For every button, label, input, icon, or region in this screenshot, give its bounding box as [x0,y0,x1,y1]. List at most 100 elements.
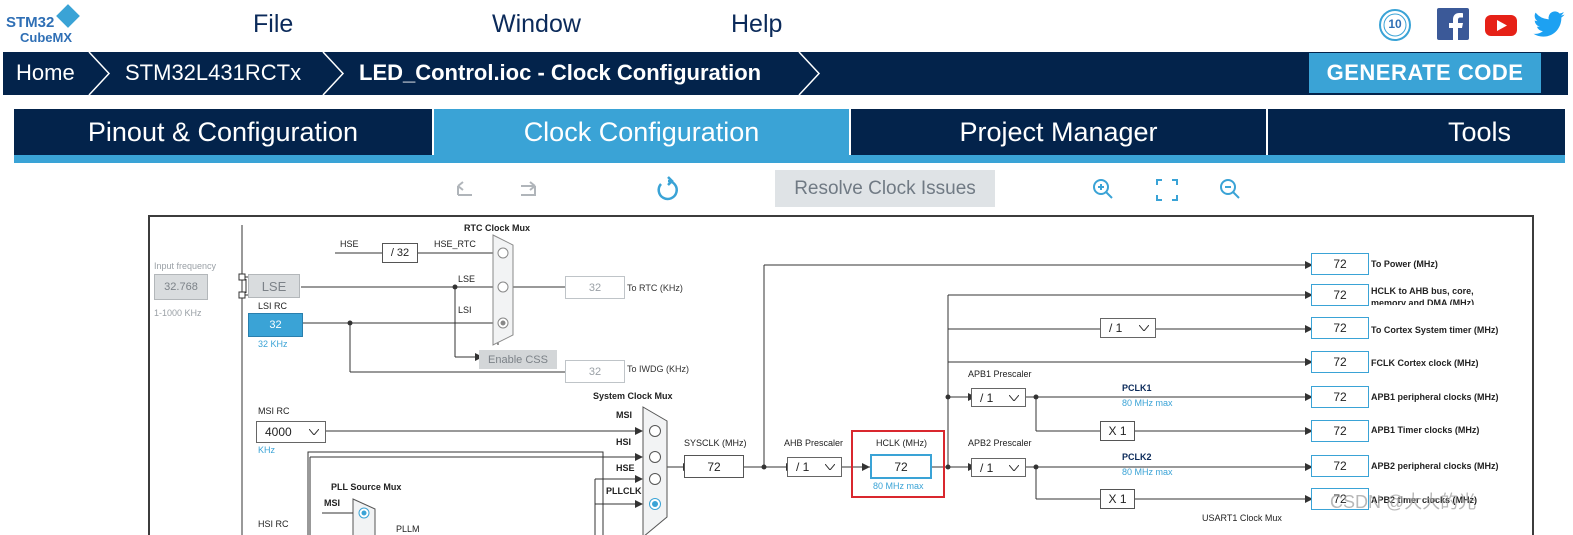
chevron-down-icon [1139,325,1149,331]
zoom-out-icon[interactable] [1217,176,1245,204]
hclk-highlight-box [851,430,945,498]
generate-code-button[interactable]: GENERATE CODE [1309,53,1541,93]
output-ahb-field[interactable]: 72 [1311,284,1369,306]
output-power-field[interactable]: 72 [1311,253,1369,275]
fit-to-screen-icon[interactable] [1153,176,1181,204]
chevron-down-icon [1009,394,1019,401]
enable-css-button[interactable]: Enable CSS [479,350,557,369]
hclk-max-label: 80 MHz max [873,481,924,491]
chevron-down-icon [825,464,835,470]
output-apb1-timer-label: APB1 Timer clocks (MHz) [1371,425,1480,435]
clock-wires [238,225,1313,535]
top-menu-bar: STM32 CubeMX File Window Help 10 [0,0,1573,52]
twitter-icon[interactable] [1532,8,1566,42]
anniversary-badge-icon[interactable]: 10 [1378,8,1412,42]
chevron-down-icon [1009,464,1019,471]
cortex-timer-divider-select[interactable]: / 1 [1100,318,1156,338]
breadcrumb-chevron-icon [798,52,821,95]
tab-pinout-configuration[interactable]: Pinout & Configuration [87,116,359,147]
menu-help[interactable]: Help [731,10,783,38]
msi-range-value: 4000 [265,425,292,439]
menu-window[interactable]: Window [492,10,581,38]
hclk-label: HCLK (MHz) [876,438,927,448]
logo-text-bottom: CubeMX [20,30,72,45]
breadcrumb-home[interactable]: Home [16,60,75,85]
hse-rtc-divider[interactable]: / 32 [382,243,418,263]
output-cortex-timer-field[interactable]: 72 [1311,317,1369,339]
lsi-rc-field[interactable]: 32 [248,313,303,337]
main-tabs: Pinout & Configuration Clock Configurati… [14,109,1565,155]
anniversary-badge-text: 10 [1388,17,1402,31]
msi-range-select[interactable]: 4000 [256,421,326,443]
clock-tree-diagram: Input frequency 32.768 1-1000 KHz LSE LS… [148,215,1534,535]
output-fclk-field[interactable]: 72 [1311,351,1369,373]
lsi-mux-label: LSI [458,305,472,315]
output-apb2-timer-field[interactable]: 72 [1311,488,1369,510]
zoom-in-icon[interactable] [1090,176,1118,204]
lsi-rc-label: LSI RC [258,301,288,311]
hsi-rc-label: HSI RC [258,519,289,529]
csdn-watermark: CSDN @大大的光 [1330,492,1477,512]
tab-separator [849,109,851,155]
redo-icon[interactable] [515,176,543,204]
output-apb2-timer-label: APB2 timer clocks (MHz) [1371,495,1478,505]
output-apb1-peripheral-field[interactable]: 72 [1311,386,1369,408]
breadcrumb-chevron-icon [88,52,111,95]
mux-pllclk-label: PLLCLK [606,486,642,496]
lse-mux-label: LSE [458,274,476,284]
output-apb2-peripheral-field[interactable]: 72 [1311,455,1369,477]
input-frequency-field[interactable]: 32.768 [154,274,208,300]
output-apb2-peripheral-label: APB2 peripheral clocks (MHz) [1371,461,1499,471]
apb2-prescaler-select[interactable]: / 1 [971,458,1026,477]
apb1-prescaler-select[interactable]: / 1 [971,388,1026,407]
system-clock-mux-label: System Clock Mux [593,391,673,401]
rtc-clock-mux-label: RTC Clock Mux [464,223,531,233]
msi-unit-label: KHz [258,445,276,455]
ahb-prescaler-select[interactable]: / 1 [787,457,842,477]
tab-tools[interactable]: Tools [1447,116,1511,147]
menu-file[interactable]: File [253,10,294,38]
logo-text-top: STM32 [6,14,55,31]
pclk2-max-label: 80 MHz max [1122,467,1173,477]
mux-hsi-label: HSI [616,437,632,447]
ahb-prescaler-value: / 1 [796,460,810,474]
iwdg-output-field[interactable]: 32 [565,360,625,383]
output-cortex-timer-label: To Cortex System timer (MHz) [1371,325,1499,335]
breadcrumb-chevron-icon [322,52,345,95]
apb1-prescaler-value: / 1 [980,390,994,405]
pll-msi-label: MSI [324,498,341,508]
breadcrumb-device[interactable]: STM32L431RCTx [125,60,302,85]
hclk-field[interactable]: 72 [870,454,932,479]
facebook-icon[interactable] [1437,8,1471,42]
lse-block[interactable]: LSE [248,274,300,298]
breadcrumb-project[interactable]: LED_Control.ioc - Clock Configuration [359,60,762,85]
output-apb1-timer-field[interactable]: 72 [1311,420,1369,442]
msi-rc-label: MSI RC [258,406,290,416]
mux-hse-label: HSE [616,463,635,473]
tab-clock-configuration[interactable]: Clock Configuration [434,109,849,155]
pclk1-max-label: 80 MHz max [1122,398,1173,408]
apb2-prescaler-value: / 1 [980,460,994,475]
refresh-icon[interactable] [654,176,682,204]
ahb-prescaler-label: AHB Prescaler [784,438,844,448]
youtube-icon[interactable] [1484,8,1518,42]
tab-separator [1266,109,1268,155]
tab-project-manager[interactable]: Project Manager [959,116,1158,147]
rtc-output-field[interactable]: 32 [565,276,625,299]
hse-label: HSE [340,239,359,249]
sysclk-field[interactable]: 72 [684,455,744,478]
resolve-clock-issues-button[interactable]: Resolve Clock Issues [775,170,995,207]
output-ahb-label: HCLK to AHB bus, core, memory and DMA (M… [1371,286,1475,305]
to-iwdg-label: To IWDG (KHz) [627,364,689,374]
input-frequency-range: 1-1000 KHz [154,308,202,318]
tab-underline [14,155,1565,163]
pclk1-label: PCLK1 [1122,383,1152,393]
undo-icon[interactable] [452,176,480,204]
breadcrumb: Home STM32L431RCTx LED_Control.ioc - Clo… [3,52,1568,95]
hse-rtc-label: HSE_RTC [434,239,476,249]
apb2-prescaler-label: APB2 Prescaler [968,438,1032,448]
pllm-label: PLLM [396,524,420,534]
output-fclk-label: FCLK Cortex clock (MHz) [1371,358,1479,368]
chevron-down-icon [309,429,319,435]
output-power-label: To Power (MHz) [1371,259,1438,269]
